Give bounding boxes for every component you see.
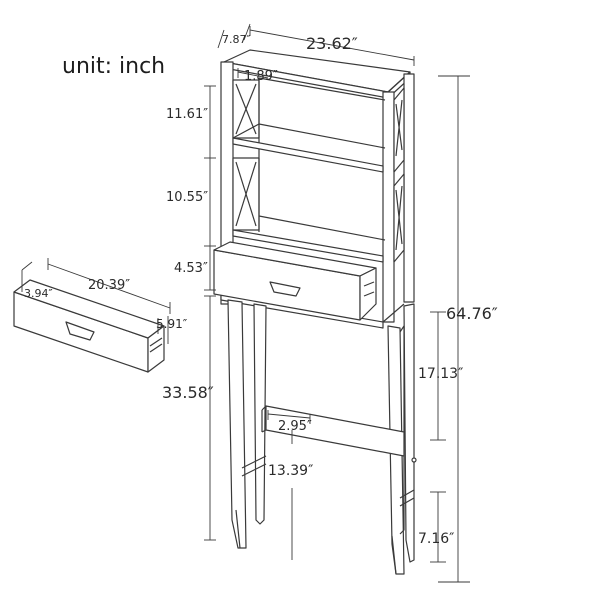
shelf-inset-label: 1.89″ — [244, 69, 278, 84]
drawer-detached — [14, 280, 164, 372]
side-panel-height-label: 17.13″ — [418, 366, 464, 382]
drawer-front-height-label: 4.53″ — [174, 261, 208, 276]
width-label: 23.62″ — [306, 34, 358, 53]
leg-frame — [228, 300, 417, 574]
unit-label: unit: inch — [62, 54, 166, 79]
foot-height-label: 7.16″ — [418, 531, 455, 547]
crossbar-height-label: 13.39″ — [268, 463, 314, 479]
leg-height-label: 33.58″ — [162, 383, 214, 402]
upper-shelf-gap-label: 11.61″ — [166, 107, 209, 122]
drawer-installed — [214, 242, 376, 320]
upper-shelf-unit — [221, 50, 414, 328]
crossbar-width-label: 2.95″ — [278, 419, 312, 434]
drawer-depth-label: 3.94″ — [24, 287, 53, 300]
total-height-label: 64.76″ — [446, 304, 498, 323]
drawer-box-height-label: 5.91″ — [156, 317, 188, 331]
middle-shelf-gap-label: 10.55″ — [166, 190, 209, 205]
dimension-lines — [22, 24, 470, 582]
depth-label: 7.87″ — [222, 33, 251, 46]
drawer-length-label: 20.39″ — [88, 278, 131, 293]
